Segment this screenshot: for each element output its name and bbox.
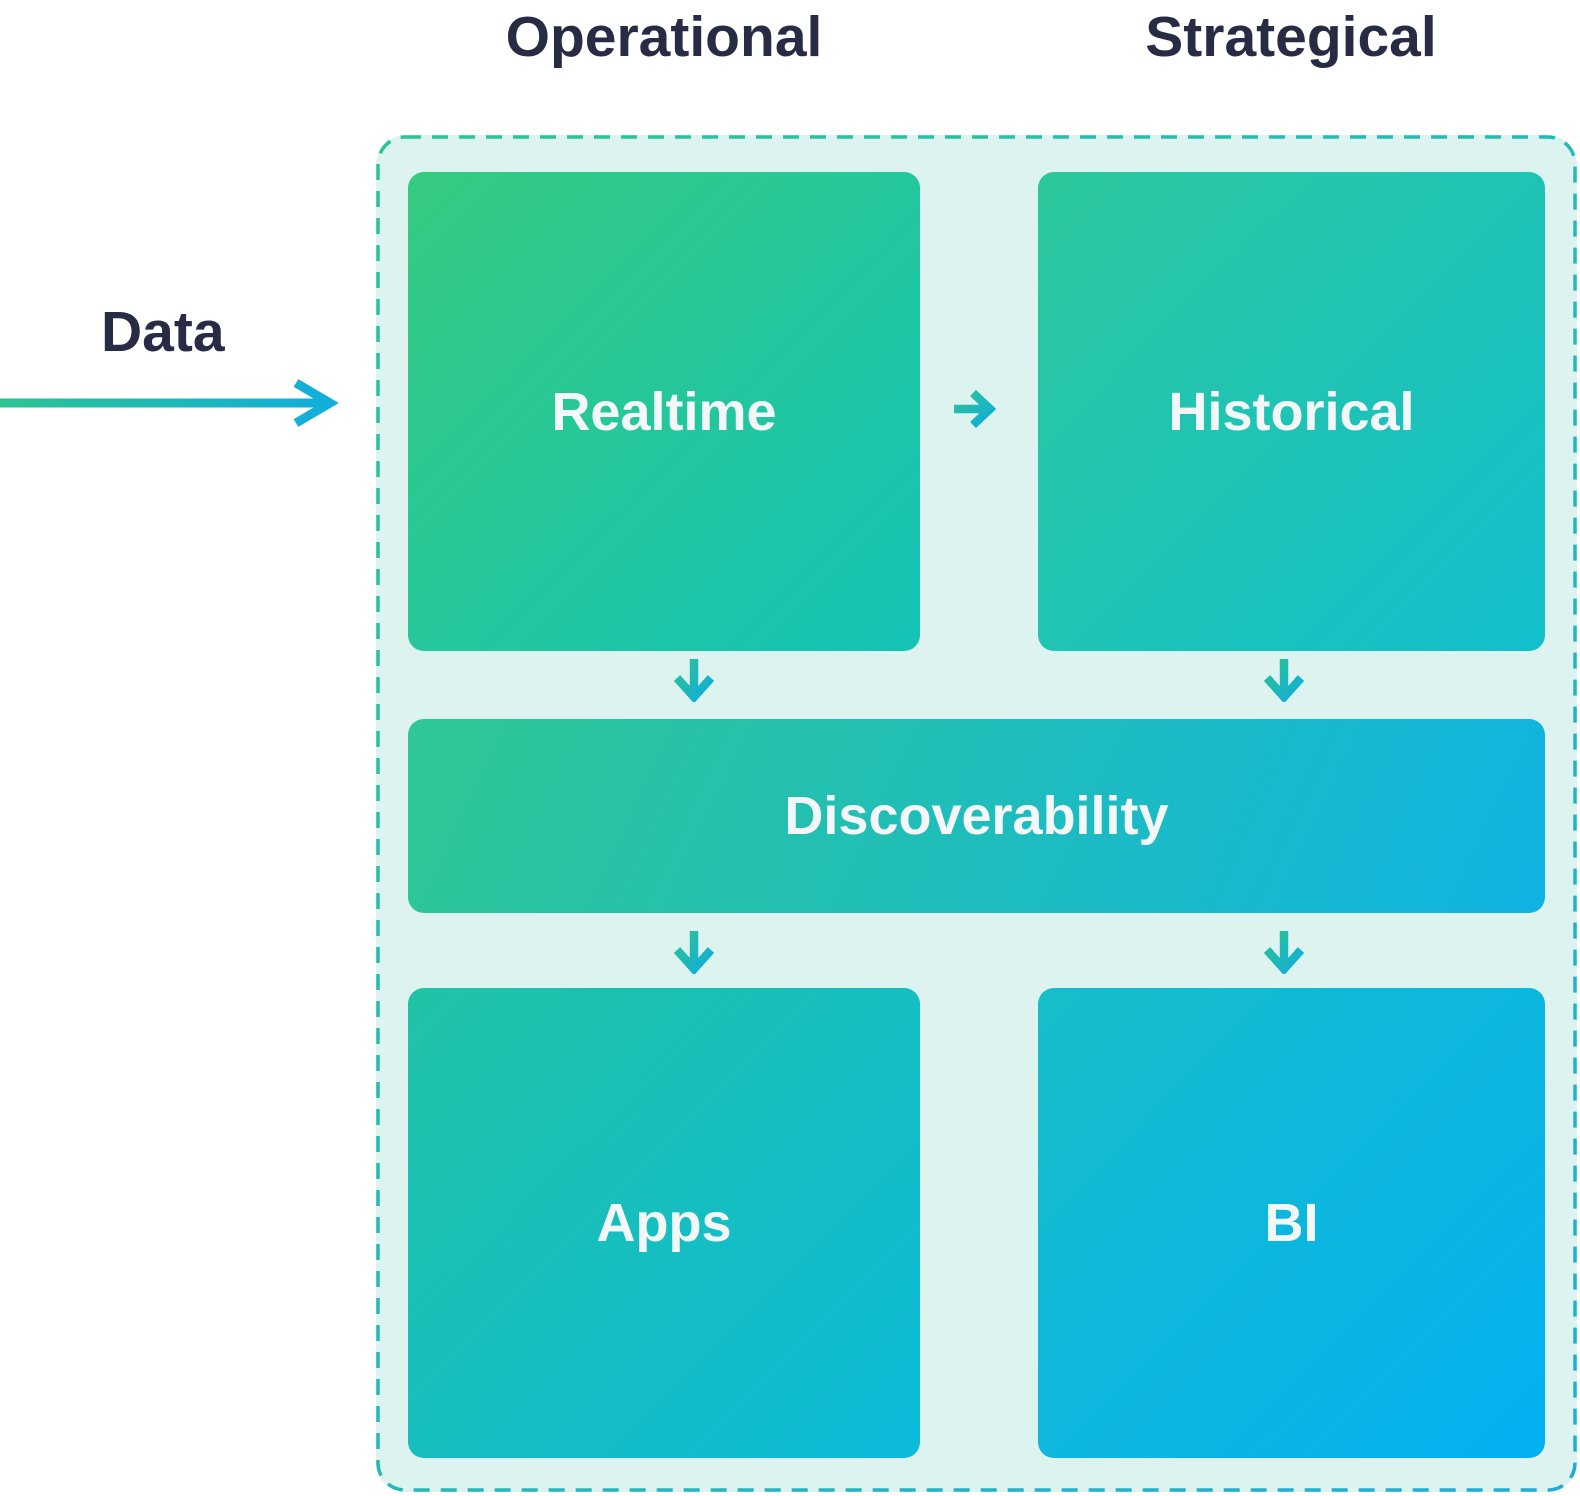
arrow-down-icon: [1263, 659, 1305, 702]
node-bi: BI: [1038, 988, 1545, 1458]
column-header-operational: Operational: [505, 5, 823, 69]
node-label: BI: [1264, 1193, 1319, 1253]
node-realtime: Realtime: [408, 172, 920, 651]
arrow-down-icon: [1263, 931, 1305, 974]
column-header-strategical: Strategical: [1145, 5, 1437, 69]
node-historical: Historical: [1038, 172, 1545, 651]
arrow-down-icon: [673, 659, 715, 702]
node-label: Realtime: [551, 381, 777, 442]
node-label: Discoverability: [784, 786, 1169, 846]
data-label: Data: [101, 300, 225, 364]
node-discoverability: Discoverability: [408, 719, 1545, 913]
data-flow-arrow-icon: [0, 379, 339, 427]
arrow-down-icon: [673, 931, 715, 974]
arrow-right-icon: [954, 389, 996, 429]
node-apps: Apps: [408, 988, 920, 1458]
node-label: Apps: [596, 1193, 732, 1253]
node-label: Historical: [1168, 381, 1415, 442]
diagram-panel: Realtime Historical Discoverability Apps…: [376, 135, 1577, 1492]
